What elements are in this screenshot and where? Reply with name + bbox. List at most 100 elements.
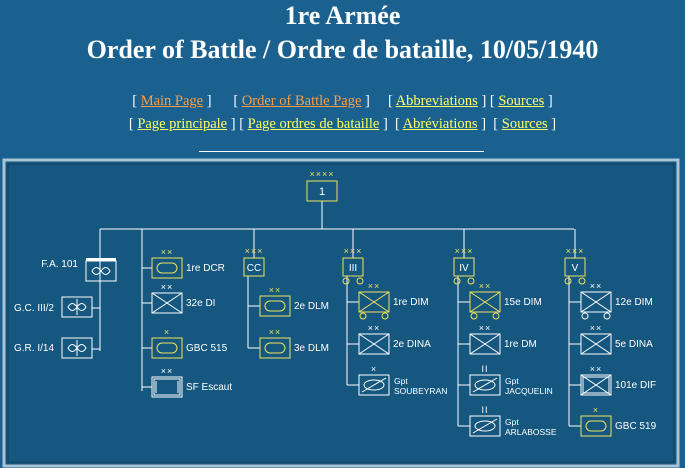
col1-unit-3-echelon: ×× [161,366,174,376]
corps1-unit-2: × [358,364,390,396]
corps1-unit-0-echelon: ×× [368,281,381,291]
corps2-unit-2-echelon: II [481,364,488,374]
corps3-unit-2-cross-b [580,374,612,396]
col1-unit-0-frame [151,257,183,279]
chart-frame-inner [7,163,675,463]
nav-abbreviations-link[interactable]: Abbreviations [395,93,478,109]
direct-unit-fa101-hq-bar [86,258,116,261]
direct-label-gr: G.R. I/14 [14,343,54,354]
corps1-unit-2-oval [363,379,385,391]
corps-label-1: III [349,263,357,274]
corps-label-2: IV [459,263,469,274]
corps3-unit-2-echelon: ×× [590,364,603,374]
corps3-unit-0: ×× [580,281,612,320]
col1-label-0: 1re DCR [186,263,225,274]
nav-oob-page-link[interactable]: Order of Battle Page [241,93,362,109]
nav-main-page-link[interactable]: Main Page [140,93,204,109]
corps-label-3: V [572,263,579,274]
chart-frame [2,158,680,468]
corps-echelon-2: ××× [455,246,474,256]
corps2-unit-2-slash [472,377,498,393]
direct-label-fa101: F.A. 101 [41,259,78,270]
corps1-unit-2-echelon: × [371,364,377,374]
corps-wheel-a-2 [453,277,461,285]
nav-abreviations-link[interactable]: Abréviations [402,116,478,132]
corps3-unit-0-cross-b [580,291,612,313]
col1-label-3: SF Escaut [186,382,232,393]
corps2-unit-3-frame [469,415,501,437]
corps1-unit-1-echelon: ×× [368,323,381,333]
corps1-label-0: 1re DIM [393,297,429,308]
corps2-unit-1-echelon: ×× [479,323,492,333]
col1-unit-1-cross-b [151,292,183,314]
corps2-sublabel-3: ARLABOSSE [505,427,557,437]
corps-wheel-b-1 [356,277,364,285]
direct-unit-gc [61,296,93,318]
corps2-label-2: Gpt [505,376,519,386]
direct-unit-gr-frame [61,337,93,359]
corps1-unit-0: ×× [358,281,390,320]
corps2-unit-0-wheel-b [492,312,500,320]
nav-sources-link[interactable]: Sources [498,93,545,109]
corps3-unit-1-echelon: ×× [590,323,603,333]
corps0-unit-0: ×× [259,285,291,317]
corps2-unit-2-oval [474,379,496,391]
corps3-label-0: 12e DIM [615,297,653,308]
corps2-unit-0-wheel-a [470,312,478,320]
col1-unit-3: ×× [151,366,183,398]
corps1-unit-1-cross-b [358,333,390,355]
nav-page-principale-link[interactable]: Page principale [137,116,228,132]
corps-frame-3 [564,257,586,277]
corps2-unit-3: II [469,405,501,437]
direct-unit-gr-propeller [67,344,87,352]
army-hq-frame [306,180,338,202]
corps2-unit-3-slash [472,418,498,434]
direct-unit-fa101-propeller [91,267,111,275]
corps0-unit-0-echelon: ×× [269,285,282,295]
corps-echelon-0: ××× [245,246,264,256]
corps3-label-2: 101e DIF [615,380,656,391]
corps-wheel-a-1 [342,277,350,285]
corps-wheel-a-3 [564,277,572,285]
corps3-unit-0-echelon: ×× [590,281,603,291]
nav-page-ordres-link[interactable]: Page ordres de bataille [247,116,380,132]
col1-unit-1-frame [151,292,183,314]
corps1-unit-0-wheel-a [359,312,367,320]
nav-french: [ Page principale ] [ Page ordres de bat… [128,116,557,132]
col1-label-1: 32e DI [186,298,215,309]
nav-english: [ Main Page ] [ Order of Battle Page ] [… [132,93,553,109]
corps2-unit-2: II [469,364,501,396]
col1-unit-2-frame [151,337,183,359]
corps3-unit-0-wheel-a [581,312,589,320]
corps0-unit-1-echelon: ×× [269,327,282,337]
corps3-unit-3-track [585,420,607,432]
corps0-label-1: 3e DLM [294,343,329,354]
corps3-unit-3-echelon: × [593,405,599,415]
col1-unit-0: ×× [151,247,183,279]
corps2-unit-0-cross-b [469,291,501,313]
corps2-unit-1-cross-b [469,333,501,355]
corps-wheel-b-2 [467,277,475,285]
corps-label-0: CC [247,263,261,274]
col1-unit-2-echelon: × [164,327,170,337]
corps2-unit-0-frame [469,291,501,313]
corps3-label-3: GBC 519 [615,421,657,432]
col1-unit-1: ×× [151,282,183,314]
corps3-unit-2-inner-frame [582,376,610,394]
corps3-label-1: 5e DINA [615,339,653,350]
corps0-unit-0-frame [259,295,291,317]
corps1-label-2: Gpt [394,376,408,386]
corps0-unit-1-frame [259,337,291,359]
nav-sources-fr-link[interactable]: Sources [501,116,548,132]
col1-unit-1-echelon: ×× [161,282,174,292]
corps0-unit-0-track [264,300,286,312]
corps3-unit-1: ×× [580,323,612,355]
corps2-unit-3-oval [474,420,496,432]
corps1-label-1: 2e DINA [393,339,431,350]
corps0-unit-1: ×× [259,327,291,359]
corps-frame-1 [342,257,364,277]
corps1-unit-0-frame [358,291,390,313]
page-title-line1: 1re Armée [284,1,401,30]
